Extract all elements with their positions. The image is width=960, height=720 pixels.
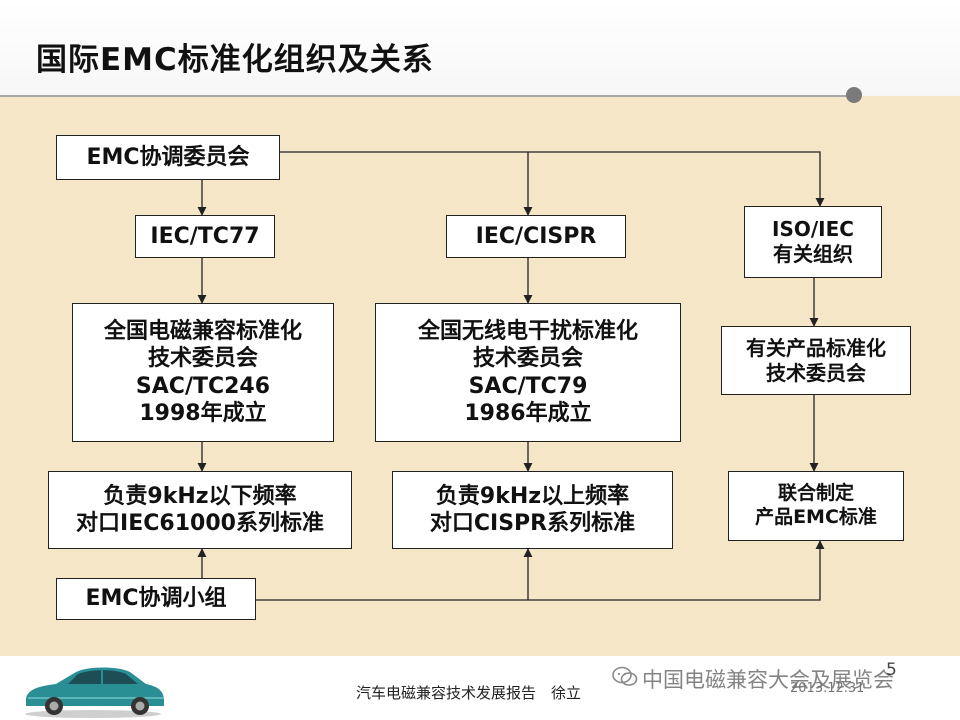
footer-bar: [0, 656, 960, 720]
box-iec-tc77: IEC/TC77: [135, 215, 275, 258]
page-number: 5: [886, 660, 897, 680]
box-emc-committee: EMC协调委员会: [56, 135, 280, 180]
line-group-right: [256, 540, 825, 601]
title-bar: [0, 0, 960, 96]
box-iec-cispr: IEC/CISPR: [446, 215, 626, 258]
watermark-text: 中国电磁兼容大会及展览会: [642, 668, 894, 692]
box-sac-tc79: 全国无线电干扰标准化 技术委员会 SAC/TC79 1986年成立: [375, 303, 681, 442]
wechat-icon: [612, 666, 638, 686]
line-committee-right: [280, 151, 825, 207]
box-joint-standard: 联合制定 产品EMC标准: [728, 471, 904, 541]
title-divider: [0, 95, 850, 97]
box-product-committee: 有关产品标准化 技术委员会: [721, 326, 911, 395]
title-divider-dot: [846, 87, 862, 103]
footer-report-text: 汽车电磁兼容技术发展报告 徐立: [356, 684, 582, 702]
slide-title: 国际EMC标准化组织及关系: [36, 42, 434, 78]
box-iso-iec: ISO/IEC 有关组织: [744, 206, 882, 278]
box-emc-group: EMC协调小组: [56, 578, 256, 620]
box-sac-tc246: 全国电磁兼容标准化 技术委员会 SAC/TC246 1998年成立: [72, 303, 334, 442]
box-below-9khz: 负责9kHz以下频率 对口IEC61000系列标准: [48, 471, 352, 549]
car-image: [25, 667, 164, 718]
footer-date: 2013.12.31: [790, 681, 865, 696]
box-above-9khz: 负责9kHz以上频率 对口CISPR系列标准: [392, 471, 673, 549]
